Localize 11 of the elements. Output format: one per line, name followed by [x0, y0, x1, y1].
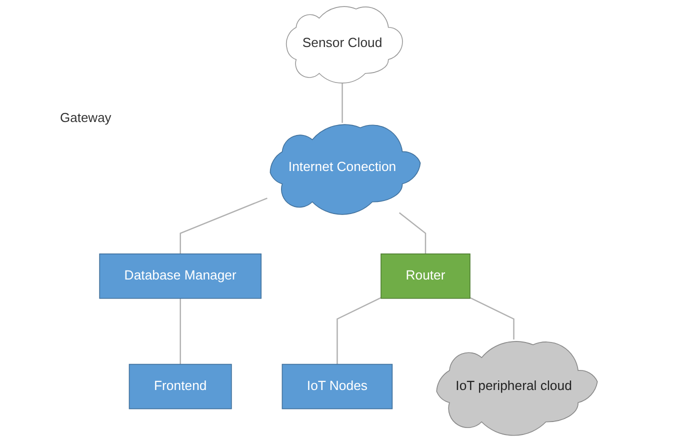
connector [179, 198, 267, 254]
note-text: Gateway [60, 110, 112, 125]
connector [336, 297, 381, 364]
connector [469, 297, 514, 340]
connector [398, 212, 426, 254]
connector [341, 82, 342, 123]
node-box: Database Manager [98, 253, 262, 299]
node-box: Frontend [128, 364, 232, 410]
connector [179, 298, 180, 364]
node-box: Router [380, 253, 470, 299]
node-box: IoT Nodes [281, 364, 392, 410]
